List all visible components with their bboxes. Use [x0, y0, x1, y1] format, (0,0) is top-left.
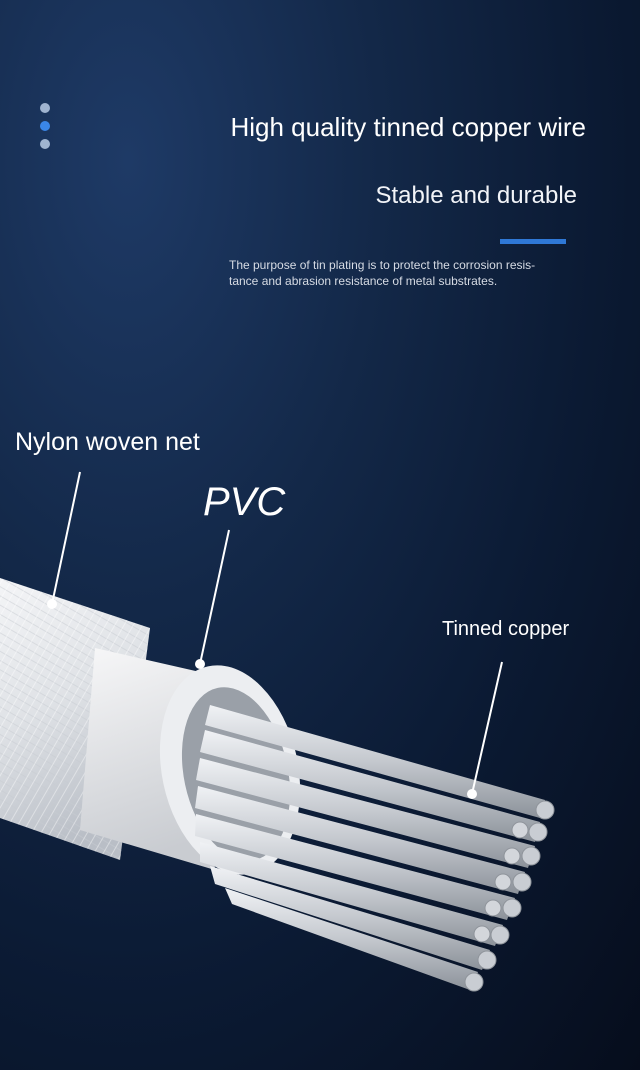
callout-nylon — [47, 471, 81, 609]
pagination-dots — [40, 103, 50, 157]
callout-pvc — [195, 529, 230, 669]
description: The purpose of tin plating is to protect… — [229, 258, 536, 288]
label-nylon-woven-net: Nylon woven net — [15, 428, 200, 456]
pagination-dot[interactable] — [40, 139, 50, 149]
pagination-dot[interactable] — [40, 103, 50, 113]
headline: High quality tinned copper wire — [230, 112, 586, 142]
copper-strands — [195, 705, 555, 992]
callout-tinned — [467, 661, 503, 799]
subheadline: Stable and durable — [375, 182, 578, 209]
pagination-dot-active[interactable] — [40, 121, 50, 131]
label-pvc: PVC — [203, 480, 286, 524]
label-tinned-copper: Tinned copper — [442, 618, 570, 640]
accent-bar — [500, 239, 566, 244]
